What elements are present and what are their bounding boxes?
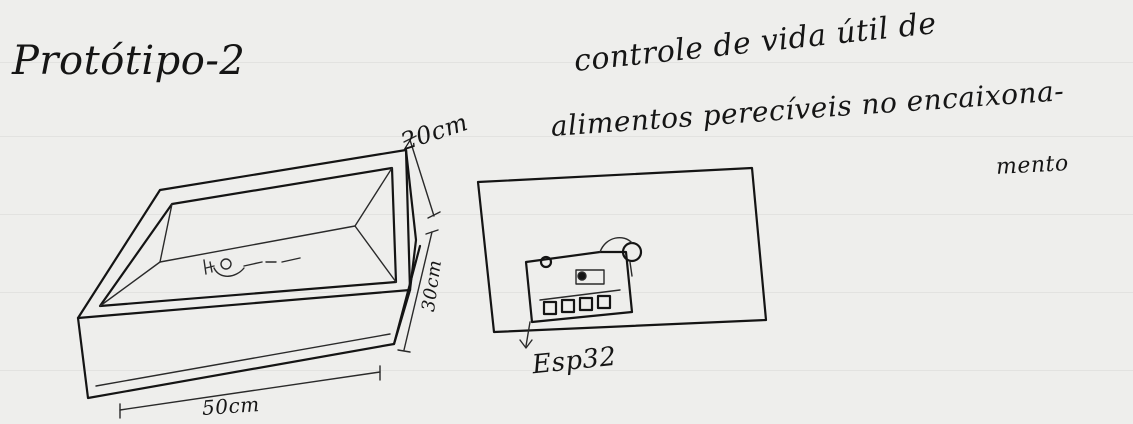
- ruled-line: [0, 136, 1133, 137]
- box-sketch: [76, 135, 441, 419]
- ruled-line: [0, 292, 1133, 293]
- ruled-line: [0, 62, 1133, 63]
- ruled-line: [0, 214, 1133, 215]
- caption-line-3: mento: [995, 151, 1070, 180]
- ruled-line: [0, 370, 1133, 371]
- esp32-board-sketch: [476, 166, 768, 349]
- page-title: Protótipo-2: [12, 38, 246, 84]
- box-width-label: 50cm: [201, 392, 261, 420]
